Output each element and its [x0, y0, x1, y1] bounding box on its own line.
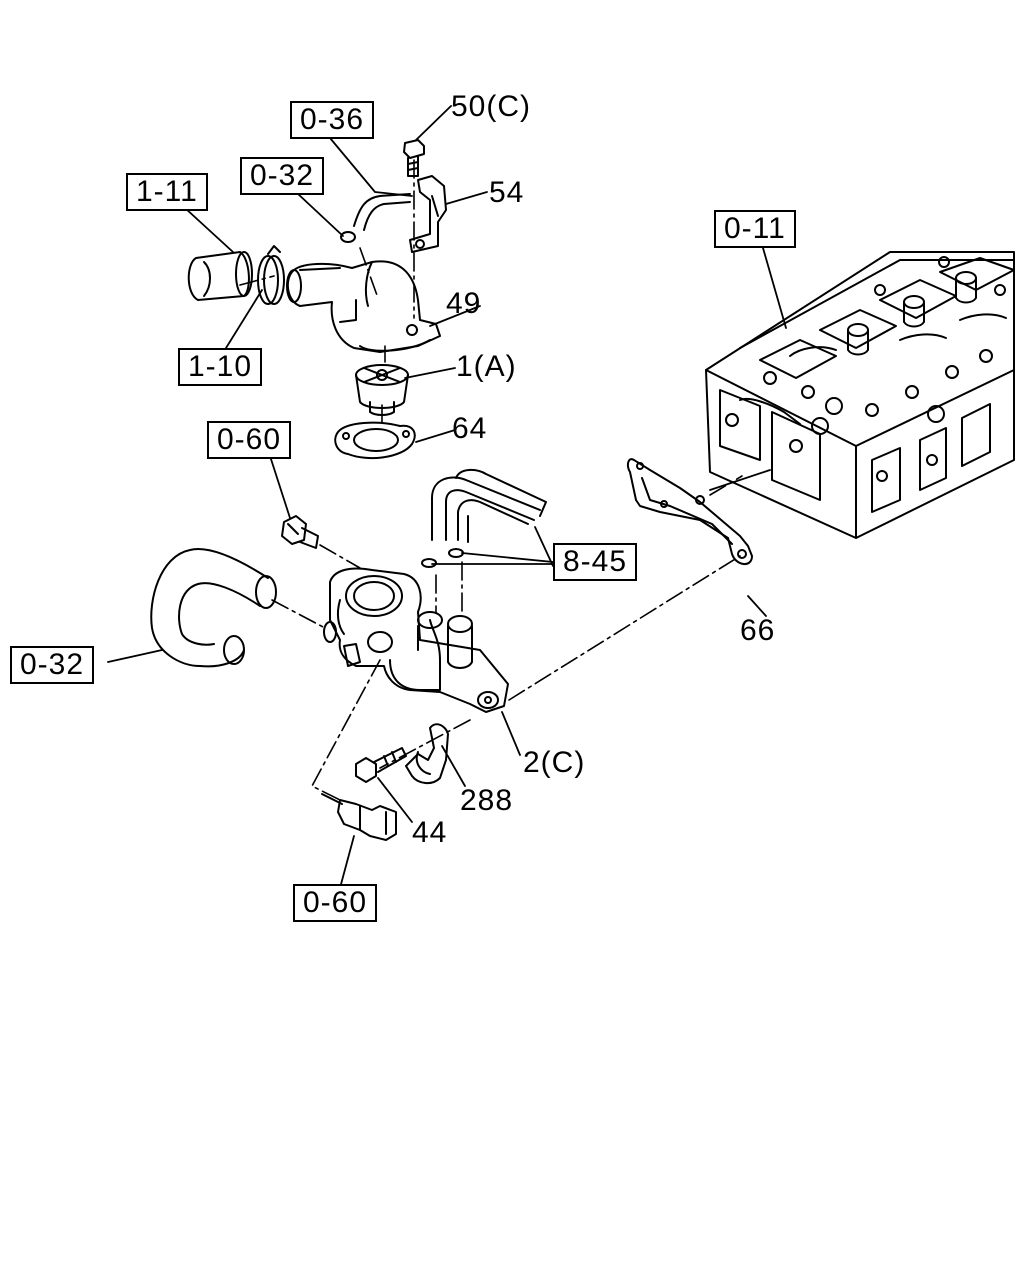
- leader-lines: [107, 105, 787, 889]
- thermostat-1-icon: [355, 364, 409, 416]
- ref-box-8-45[interactable]: 8-45: [553, 543, 638, 581]
- small-hose-icon: [340, 193, 411, 243]
- ref-box-0-32-top[interactable]: 0-32: [240, 157, 325, 195]
- gasket-66-icon: [626, 458, 753, 565]
- big-hose-icon: [150, 548, 277, 668]
- pipes-8-45-icon: [421, 468, 547, 568]
- sensor-bottom-icon: [321, 793, 397, 841]
- part-number-288: 288: [460, 784, 514, 817]
- ref-box-0-32-left[interactable]: 0-32: [10, 646, 95, 684]
- ref-box-0-11[interactable]: 0-11: [714, 210, 796, 248]
- part-number-64: 64: [452, 412, 488, 445]
- thermostat-housing-2-icon: [323, 567, 509, 713]
- bracket-54-icon: [409, 175, 447, 253]
- part-number-66: 66: [740, 614, 776, 647]
- ref-box-1-11[interactable]: 1-11: [126, 173, 208, 211]
- clip-288-icon: [405, 723, 449, 784]
- ref-box-1-10[interactable]: 1-10: [178, 348, 263, 386]
- ref-box-0-60-bottom[interactable]: 0-60: [293, 884, 378, 922]
- outlet-cover-49-icon: [286, 260, 441, 353]
- sensor-top-icon: [281, 515, 319, 549]
- part-number-54: 54: [489, 176, 525, 209]
- clamp-1-10-icon: [257, 245, 285, 305]
- gasket-64-icon: [334, 421, 416, 460]
- hose-1-11-icon: [187, 251, 253, 301]
- part-number-44: 44: [412, 816, 448, 849]
- bolt-50-icon: [403, 139, 425, 177]
- ref-box-0-60-top[interactable]: 0-60: [207, 421, 292, 459]
- part-number-2c: 2(C): [523, 746, 586, 779]
- part-number-49: 49: [446, 287, 482, 320]
- ref-box-0-36[interactable]: 0-36: [290, 101, 375, 139]
- bolt-44-icon: [355, 747, 407, 783]
- part-number-1a: 1(A): [456, 350, 517, 383]
- part-number-50c: 50(C): [451, 90, 532, 123]
- cylinder-head-icon: [705, 251, 1015, 539]
